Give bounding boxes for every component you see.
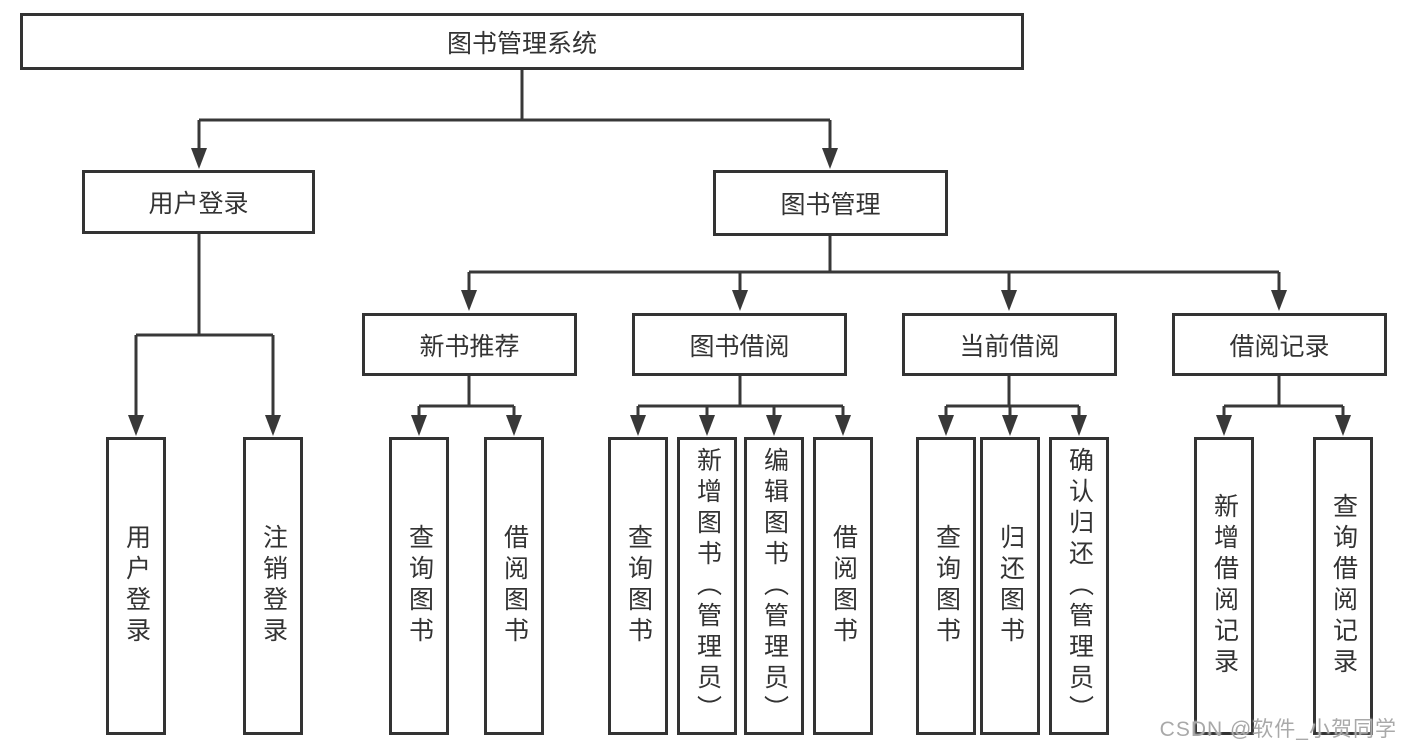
leaf-borrow-books: 借阅图书 — [813, 437, 873, 735]
leaf-logout: 注销登录 — [243, 437, 303, 735]
leaf-edit-books-admin-label: 编辑图书（管理员） — [760, 446, 789, 726]
leaf-return-books-label: 归还图书 — [996, 524, 1025, 648]
leaf-current-query-books: 查询图书 — [916, 437, 976, 735]
leaf-query-borrow-record-label: 查询借阅记录 — [1329, 493, 1358, 679]
leaf-add-borrow-record: 新增借阅记录 — [1194, 437, 1254, 735]
leaf-query-borrow-record: 查询借阅记录 — [1313, 437, 1373, 735]
node-book-borrowing-label: 图书借阅 — [689, 332, 790, 361]
leaf-borrow-query-books: 查询图书 — [608, 437, 668, 735]
node-book-management: 图书管理 — [713, 170, 948, 236]
leaf-logout-label: 注销登录 — [259, 524, 288, 648]
node-library-system-label: 图书管理系统 — [446, 29, 597, 58]
leaf-recommend-borrow-books-label: 借阅图书 — [500, 524, 529, 648]
leaf-confirm-return-admin-label: 确认归还（管理员） — [1065, 446, 1094, 726]
leaf-return-books: 归还图书 — [980, 437, 1040, 735]
leaf-edit-books-admin: 编辑图书（管理员） — [744, 437, 804, 735]
node-borrowing-records-label: 借阅记录 — [1229, 332, 1330, 361]
leaf-confirm-return-admin: 确认归还（管理员） — [1049, 437, 1109, 735]
leaf-current-query-books-label: 查询图书 — [932, 524, 961, 648]
node-library-system: 图书管理系统 — [20, 13, 1024, 70]
leaf-borrow-query-books-label: 查询图书 — [624, 524, 653, 648]
node-current-borrowing: 当前借阅 — [902, 313, 1117, 376]
arrowhead-group — [128, 148, 1351, 436]
leaf-recommend-query-books-label: 查询图书 — [405, 524, 434, 648]
leaf-borrow-books-label: 借阅图书 — [829, 524, 858, 648]
leaf-user-login: 用户登录 — [106, 437, 166, 735]
leaf-recommend-query-books: 查询图书 — [389, 437, 449, 735]
leaf-add-borrow-record-label: 新增借阅记录 — [1210, 493, 1239, 679]
node-book-borrowing: 图书借阅 — [632, 313, 847, 376]
leaf-user-login-label: 用户登录 — [122, 524, 151, 648]
csdn-watermark: CSDN @软件_小贺同学 — [1159, 718, 1397, 741]
leaf-add-books-admin: 新增图书（管理员） — [677, 437, 737, 735]
leaf-add-books-admin-label: 新增图书（管理员） — [693, 446, 722, 726]
node-new-book-recommend-label: 新书推荐 — [419, 332, 520, 361]
node-new-book-recommend: 新书推荐 — [362, 313, 577, 376]
node-current-borrowing-label: 当前借阅 — [959, 332, 1060, 361]
leaf-recommend-borrow-books: 借阅图书 — [484, 437, 544, 735]
node-borrowing-records: 借阅记录 — [1172, 313, 1387, 376]
node-book-management-label: 图书管理 — [780, 191, 881, 219]
node-user-login: 用户登录 — [82, 170, 315, 234]
node-user-login-label: 用户登录 — [148, 190, 249, 218]
